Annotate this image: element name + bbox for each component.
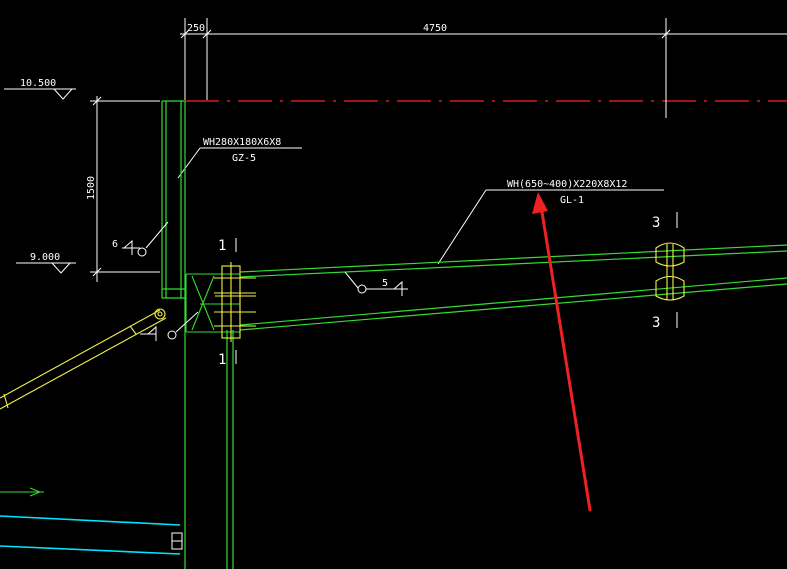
weld-symbol-lower xyxy=(140,311,199,341)
dim-label-250: 250 xyxy=(187,23,205,34)
foundation-lines xyxy=(0,515,181,555)
level-label-lower: 9.000 xyxy=(30,252,60,263)
column-tag-leader xyxy=(177,147,302,179)
vertical-dimension xyxy=(90,96,160,282)
column-tag-section: WH280X180X6X8 xyxy=(203,137,281,148)
dim-label-1500: 1500 xyxy=(86,176,97,200)
beam-tag-name: GL-1 xyxy=(560,195,584,206)
weld-symbol-mid xyxy=(344,271,408,296)
beam-tag-section: WH(650~400)X220X8X12 xyxy=(507,179,627,190)
section-mark-left-bottom: 1 xyxy=(218,352,226,368)
weld-size-left: 6 xyxy=(112,239,118,250)
ground-marker xyxy=(0,487,44,497)
column-tag-name: GZ-5 xyxy=(232,153,256,164)
diagonal-brace xyxy=(0,308,167,410)
section-mark-right-bottom: 3 xyxy=(652,315,660,331)
level-label-upper: 10.500 xyxy=(20,78,56,89)
section-mark-left-top: 1 xyxy=(218,238,226,254)
top-dimension xyxy=(180,18,787,118)
knee-connection xyxy=(185,273,240,333)
section-mark-right-top: 3 xyxy=(652,215,660,231)
bolt-group-left xyxy=(214,262,256,342)
anchor-plate xyxy=(171,532,183,550)
weld-size-mid: 5 xyxy=(382,278,388,289)
steel-column-gz5 xyxy=(161,100,186,569)
steel-beam-gl1 xyxy=(239,244,787,331)
steel-column-main xyxy=(226,330,234,569)
beam-tag-leader xyxy=(437,189,664,265)
weld-symbol-left xyxy=(122,221,169,257)
bolt-group-right xyxy=(655,242,685,301)
level-marker-upper xyxy=(4,88,76,100)
level-marker-lower xyxy=(16,262,76,274)
dim-label-4750: 4750 xyxy=(423,23,447,34)
red-arrow xyxy=(532,192,592,512)
